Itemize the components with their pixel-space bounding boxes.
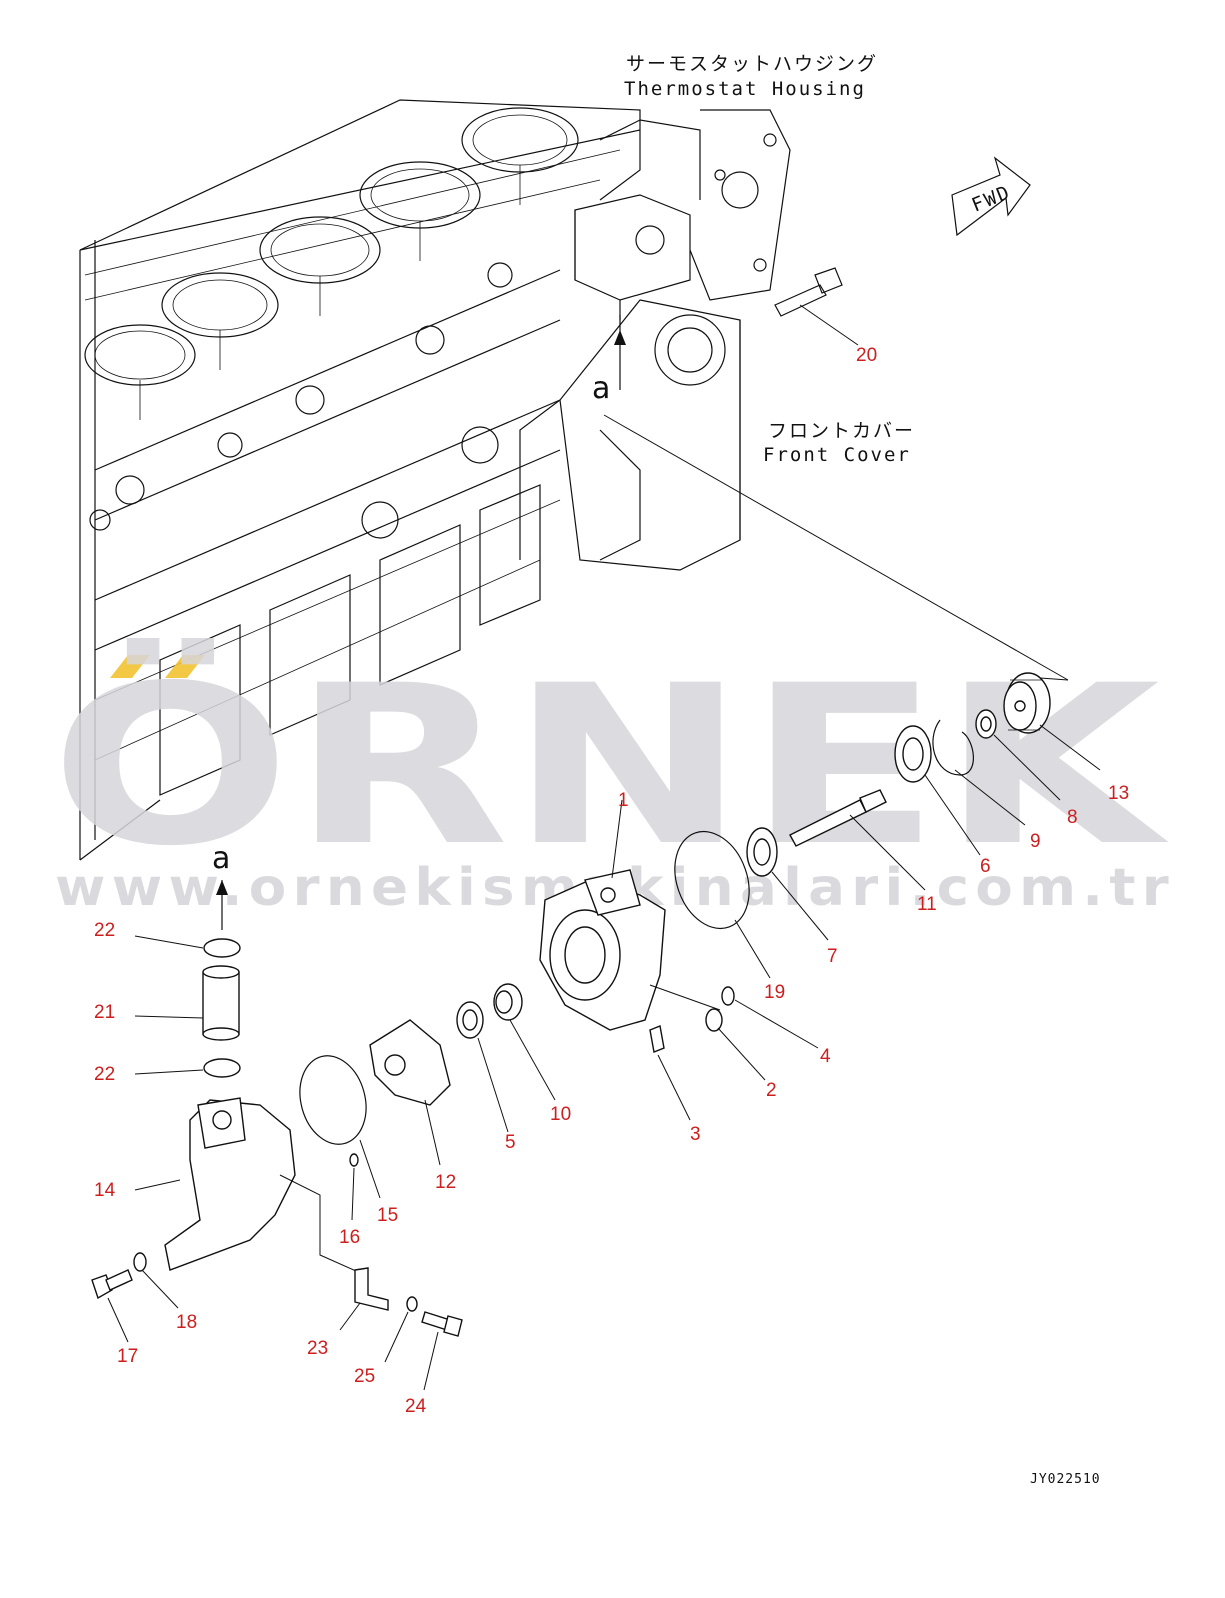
part-8-nut [975, 709, 1061, 801]
part-16-ring [349, 1153, 359, 1221]
callout-13: 13 [1108, 783, 1129, 804]
part-11-shaft [789, 789, 926, 891]
part-14-elbow [134, 1097, 366, 1276]
callout-20: 20 [856, 345, 877, 366]
callout-18: 18 [176, 1312, 197, 1333]
drawing-ref-number: JY022510 [1030, 1472, 1101, 1487]
callout-25: 25 [354, 1366, 375, 1387]
part-18-washer [133, 1252, 179, 1309]
part-21-pipe [134, 965, 240, 1041]
part-6-seal [894, 725, 981, 856]
callout-numbers: 1 2 3 4 5 6 7 8 9 10 11 12 13 14 15 16 1… [94, 345, 1129, 1417]
callout-17: 17 [117, 1346, 138, 1367]
watermark-brand: ÖRNEK [50, 638, 1170, 894]
part-4-plug [721, 986, 819, 1049]
part-5-seal [456, 1001, 509, 1133]
callout-14: 14 [94, 1180, 116, 1201]
part-22-upper-oring [134, 935, 241, 958]
part-9-circlip [932, 719, 1026, 826]
view-a-marker-top: a [592, 371, 610, 406]
exploded-parts [91, 267, 1101, 1391]
callout-11: 11 [917, 894, 937, 915]
callout-15: 15 [377, 1205, 398, 1226]
part-15-oring [299, 1055, 381, 1199]
callout-23: 23 [307, 1338, 328, 1359]
part-3-pin [649, 1025, 691, 1121]
front-cover-en-label: Front Cover [763, 444, 911, 466]
callout-24: 24 [405, 1396, 427, 1417]
callout-7: 7 [827, 946, 838, 967]
annotation-labels: サーモスタットハウジング Thermostat Housing フロントカバー … [212, 53, 1101, 1487]
thermostat-housing-en-label: Thermostat Housing [624, 78, 866, 100]
engine-block-drawing [79, 99, 1069, 861]
part-12-impeller [369, 1019, 451, 1166]
fwd-direction-icon: FWD [951, 156, 1031, 237]
callout-6: 6 [980, 856, 991, 877]
part-13-pulley [1003, 672, 1101, 771]
callout-8: 8 [1067, 807, 1078, 828]
callout-19: 19 [764, 982, 785, 1003]
part-22-lower-oring [134, 1058, 241, 1078]
part-10-bearing [493, 983, 556, 1101]
part-2-plug [705, 1008, 766, 1081]
part-20-bolt [774, 267, 859, 346]
callout-2: 2 [766, 1080, 777, 1101]
callout-10: 10 [550, 1104, 571, 1125]
part-17-bolt [91, 1269, 133, 1343]
callout-22-lower: 22 [94, 1064, 115, 1085]
part-23-bracket [339, 1267, 389, 1331]
part-7-seal [746, 827, 829, 941]
callout-12: 12 [435, 1172, 456, 1193]
callout-22-upper: 22 [94, 920, 115, 941]
front-cover-jp-label: フロントカバー [768, 420, 915, 442]
view-a-marker-bottom: a [212, 841, 230, 876]
callout-3: 3 [690, 1124, 701, 1145]
callout-4: 4 [820, 1046, 831, 1067]
callout-5: 5 [505, 1132, 516, 1153]
callout-16: 16 [339, 1227, 360, 1248]
part-25-washer [384, 1296, 418, 1363]
callout-9: 9 [1030, 831, 1041, 852]
part-19-oring [674, 830, 771, 979]
part-24-bolt [421, 1311, 463, 1391]
callout-21: 21 [94, 1002, 115, 1023]
callout-1: 1 [618, 790, 629, 811]
part-1-pump-body [539, 799, 721, 1031]
thermostat-housing-jp-label: サーモスタットハウジング [626, 53, 878, 75]
